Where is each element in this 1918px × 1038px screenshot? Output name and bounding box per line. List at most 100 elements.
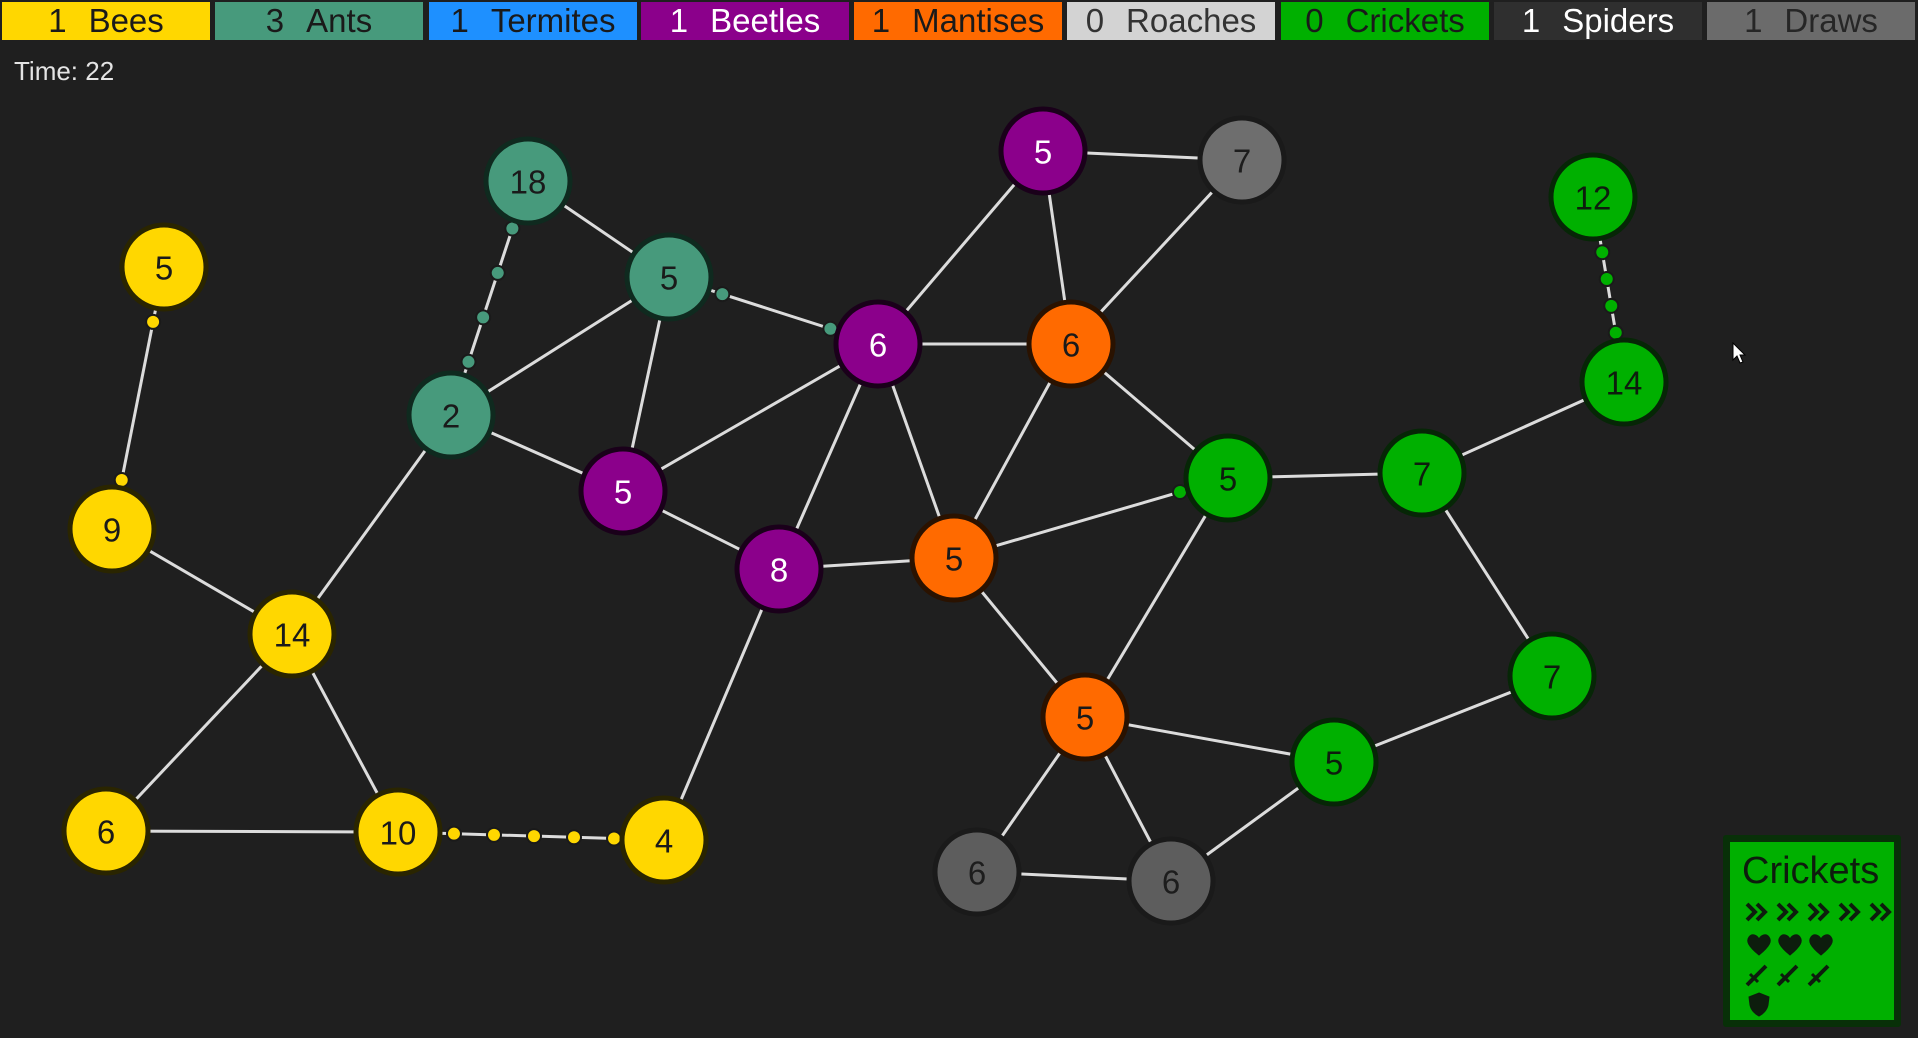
unit-dot <box>606 830 623 847</box>
team-tab-count: 1 <box>1744 2 1763 39</box>
node-bees[interactable]: 4 <box>619 795 709 885</box>
unit-dot <box>1598 271 1615 288</box>
node-value: 12 <box>1575 180 1612 217</box>
node-bees[interactable]: 9 <box>67 484 157 574</box>
node-circle <box>998 106 1088 196</box>
double-chevron-icon <box>1838 902 1861 922</box>
team-tab-count: 1 <box>1521 2 1541 39</box>
node-value: 14 <box>1606 365 1643 402</box>
node-mantises[interactable]: 6 <box>1026 299 1116 389</box>
node-mantises[interactable]: 5 <box>909 513 999 603</box>
node-neutral_light[interactable]: 7 <box>1197 115 1287 205</box>
node-bees[interactable]: 5 <box>119 222 209 312</box>
team-tab-name: Beetles <box>710 2 821 39</box>
unit-dot <box>1603 297 1620 314</box>
node-bees[interactable]: 14 <box>247 589 337 679</box>
node-value: 6 <box>1062 327 1080 364</box>
node-crickets[interactable]: 7 <box>1377 428 1467 518</box>
node-value: 10 <box>380 815 417 852</box>
node-circle <box>353 787 443 877</box>
node-ants[interactable]: 2 <box>406 370 496 460</box>
sword-icon <box>1745 964 1768 987</box>
node-circle <box>1126 836 1216 926</box>
team-tab-name: Termites <box>490 2 616 39</box>
node-circle <box>909 513 999 603</box>
node-ants[interactable]: 18 <box>483 136 573 226</box>
team-tab-spiders: 1 Spiders <box>1494 2 1702 40</box>
node-circle <box>1197 115 1287 205</box>
node-neutral_dark[interactable]: 6 <box>1126 836 1216 926</box>
team-tab-count: 1 <box>450 2 469 39</box>
node-beetles[interactable]: 6 <box>833 299 923 389</box>
node-neutral_dark[interactable]: 6 <box>932 827 1022 917</box>
edge-n3-n4 <box>104 632 294 833</box>
node-beetles[interactable]: 8 <box>734 524 824 614</box>
node-mantises[interactable]: 5 <box>1040 672 1130 762</box>
node-crickets[interactable]: 12 <box>1548 152 1638 242</box>
unit-dot <box>566 829 583 846</box>
node-ants[interactable]: 5 <box>624 232 714 322</box>
health-stat-row <box>1744 930 1837 958</box>
node-beetles[interactable]: 5 <box>578 446 668 536</box>
double-chevron-icon <box>1869 902 1892 922</box>
unit-dot <box>445 825 462 842</box>
mouse-cursor-icon <box>1732 342 1747 364</box>
time-label: Time: 22 <box>14 56 115 86</box>
node-crickets[interactable]: 5 <box>1289 717 1379 807</box>
node-value: 7 <box>1543 659 1561 696</box>
node-circle <box>1377 428 1467 518</box>
node-circle <box>1040 672 1130 762</box>
node-crickets[interactable]: 5 <box>1183 433 1273 523</box>
attack-stat-row <box>1744 960 1837 988</box>
team-tab-name: Ants <box>306 2 373 39</box>
node-circle <box>833 299 923 389</box>
node-crickets[interactable]: 14 <box>1579 337 1669 427</box>
defense-stat-row <box>1744 990 1775 1018</box>
unit-dot <box>489 264 506 281</box>
node-circle <box>119 222 209 312</box>
node-value: 5 <box>155 250 173 287</box>
node-circle <box>61 786 151 876</box>
team-tab-termites: 1 Termites <box>429 2 637 40</box>
node-circle <box>67 484 157 574</box>
team-tab-count: 1 <box>871 2 891 39</box>
node-value: 5 <box>614 474 632 511</box>
node-value: 8 <box>770 552 788 589</box>
node-crickets[interactable]: 7 <box>1507 631 1597 721</box>
team-tab-name: Spiders <box>1562 2 1675 39</box>
node-value: 6 <box>968 855 986 892</box>
node-layer: 5 9 14 6 10 4 18 5 2 5 6 8 5 7 6 5 5 6 6 5 7 7 5 12 14 <box>61 106 1669 926</box>
team-card-title: Crickets <box>1742 850 1880 892</box>
node-value: 5 <box>1219 461 1237 498</box>
node-value: 4 <box>655 823 673 860</box>
node-circle <box>1507 631 1597 721</box>
node-value: 5 <box>945 541 963 578</box>
node-value: 5 <box>1325 745 1343 782</box>
node-value: 14 <box>274 617 311 654</box>
unit-dot <box>1594 244 1611 261</box>
node-circle <box>619 795 709 885</box>
double-chevron-icon <box>1745 902 1768 922</box>
node-value: 5 <box>1076 700 1094 737</box>
team-tab-count: 1 <box>669 2 689 39</box>
edge-n4-n5 <box>105 829 399 834</box>
node-bees[interactable]: 10 <box>353 787 443 877</box>
node-value: 2 <box>442 398 460 435</box>
sword-icon <box>1807 964 1830 987</box>
node-bees[interactable]: 6 <box>61 786 151 876</box>
team-tab-beetles: 1 Beetles <box>641 2 849 40</box>
node-beetles[interactable]: 5 <box>998 106 1088 196</box>
node-value: 7 <box>1233 143 1251 180</box>
team-card: Crickets <box>1723 835 1901 1027</box>
node-circle <box>406 370 496 460</box>
team-tab-count: 0 <box>1085 2 1105 39</box>
heart-icon <box>1778 934 1802 956</box>
edge-n12-n6 <box>662 568 781 841</box>
node-value: 6 <box>97 814 115 851</box>
